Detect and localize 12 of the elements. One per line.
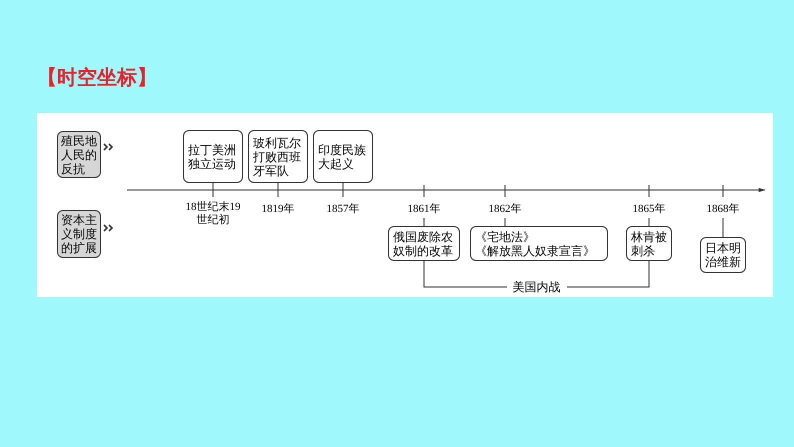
year-label: 18世纪末19世纪初 — [185, 201, 241, 227]
edge-label: 美国内战 — [506, 280, 566, 294]
section-title: 【时空坐标】 — [37, 64, 157, 91]
event-box: 印度民族大起义 — [313, 130, 373, 183]
event-box: 日本明治维新 — [700, 237, 746, 273]
event-box: 俄国废除农奴制的改革 — [388, 226, 460, 261]
event-box: 林肯被刺杀 — [626, 226, 672, 261]
event-box: 《宅地法》 《解放黑人奴隶宣言》 — [470, 226, 608, 261]
category-box: 资本主义制度的扩展 — [57, 210, 101, 258]
event-box: 玻利瓦尔打败西班牙军队 — [248, 130, 308, 183]
category-box: 殖民地人民的反抗 — [57, 131, 101, 178]
event-box: 拉丁美洲独立运动 — [183, 130, 243, 183]
